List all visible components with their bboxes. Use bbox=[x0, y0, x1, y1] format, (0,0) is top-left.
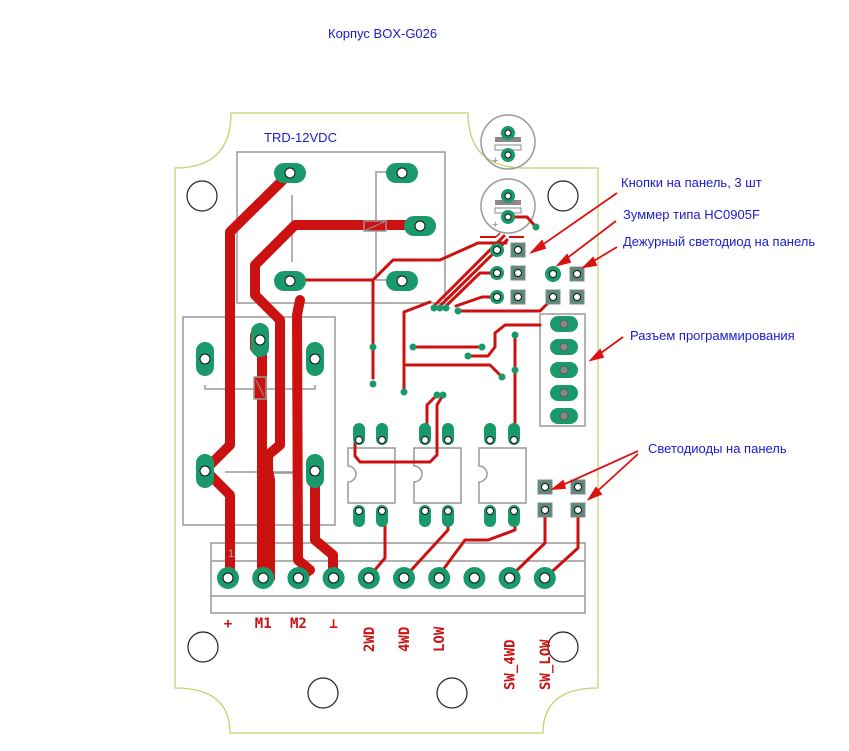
terminal-label: 4WD bbox=[397, 627, 413, 652]
relay-label: TRD-12VDC bbox=[264, 130, 337, 145]
terminal-label: M1 bbox=[255, 616, 272, 632]
terminal-hole bbox=[504, 572, 516, 584]
capacitor-outline bbox=[480, 114, 536, 170]
terminal-hole bbox=[539, 572, 551, 584]
optocoupler-outline bbox=[413, 447, 462, 504]
terminal-hole bbox=[257, 572, 269, 584]
optocoupler-outline bbox=[347, 447, 396, 504]
svg-text:+: + bbox=[492, 219, 498, 231]
mounting-hole bbox=[547, 631, 579, 663]
terminal-hole bbox=[433, 572, 445, 584]
arrow bbox=[590, 453, 639, 498]
annotation-programming-connector: Разъем программирования bbox=[630, 328, 795, 343]
terminal-hole bbox=[363, 572, 375, 584]
terminal-label: ⊥ bbox=[329, 616, 337, 632]
programming-connector-outline bbox=[539, 313, 586, 427]
annotation-buttons: Кнопки на панель, 3 шт bbox=[621, 175, 762, 190]
enclosure-title: Корпус BOX-G026 bbox=[328, 26, 437, 41]
terminal-hole bbox=[292, 572, 304, 584]
terminal-label: M2 bbox=[290, 616, 307, 632]
mounting-hole bbox=[307, 677, 339, 709]
svg-text:+: + bbox=[492, 155, 498, 167]
mounting-hole bbox=[187, 631, 219, 663]
arrow bbox=[534, 192, 618, 251]
arrow bbox=[555, 450, 639, 489]
arrow bbox=[561, 220, 617, 263]
terminal-label: + bbox=[224, 616, 232, 632]
annotation-panel-leds: Светодиоды на панель bbox=[648, 441, 787, 456]
terminal-label: 2WD bbox=[362, 627, 378, 652]
terminal-hole bbox=[398, 572, 410, 584]
terminal-hole bbox=[222, 572, 234, 584]
annotation-buzzer: Зуммер типа HC0905F bbox=[623, 207, 760, 222]
terminal-hole bbox=[468, 572, 480, 584]
mounting-hole bbox=[436, 677, 468, 709]
terminal-block-outline bbox=[210, 542, 586, 614]
terminal-label: SW_LOW bbox=[538, 639, 554, 690]
optocoupler-outline bbox=[478, 447, 527, 504]
pin1-marker: 1 bbox=[228, 548, 234, 560]
capacitor-outline bbox=[480, 178, 536, 234]
board-outline bbox=[174, 112, 599, 734]
terminal-hole bbox=[328, 572, 340, 584]
mounting-hole bbox=[186, 180, 218, 212]
mounting-hole bbox=[547, 180, 579, 212]
annotation-standby-led: Дежурный светодиод на панель bbox=[623, 234, 815, 249]
terminal-label: LOW bbox=[432, 626, 448, 652]
terminal-label: SW_4WD bbox=[503, 639, 519, 690]
